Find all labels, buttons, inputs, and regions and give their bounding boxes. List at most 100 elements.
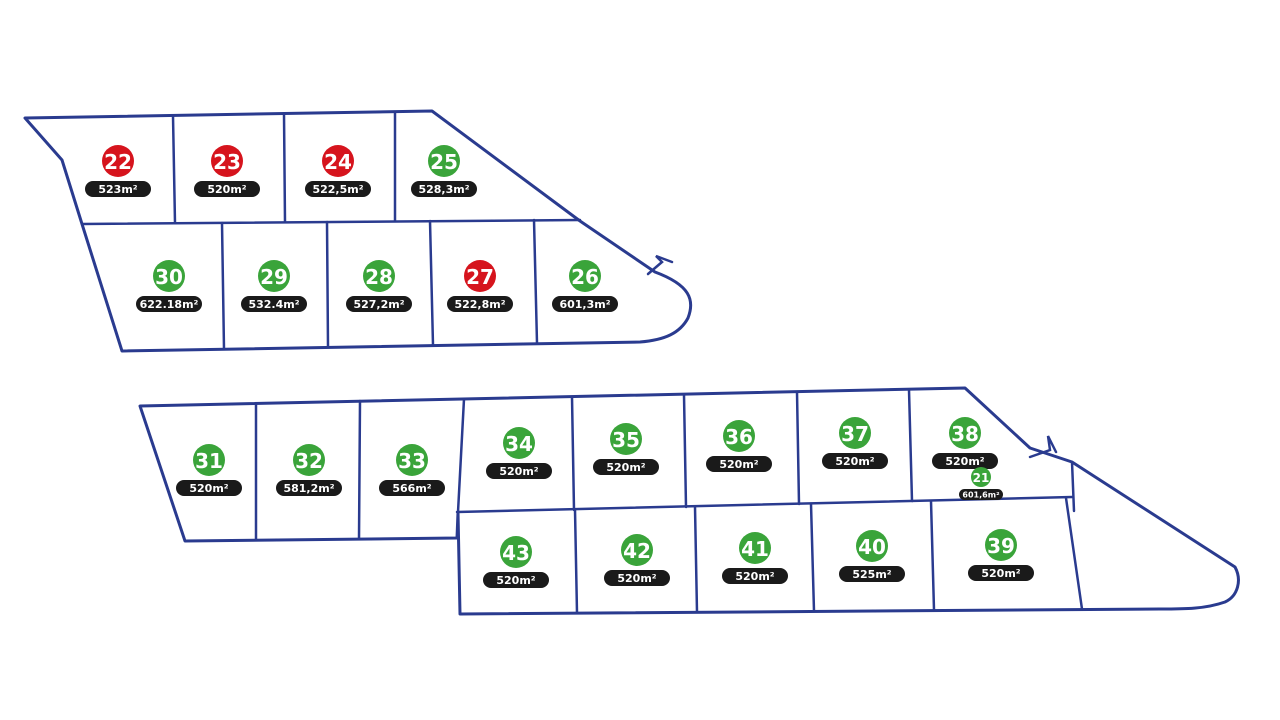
lot-area-label: 520m²	[189, 482, 228, 495]
lot-divider	[809, 502, 816, 613]
lot-38[interactable]: 38 520m²	[932, 417, 998, 469]
lot-number: 36	[725, 425, 753, 449]
lot-area-pill	[706, 456, 772, 472]
lot-divider	[428, 219, 435, 347]
lot-area-pill	[85, 181, 151, 197]
lot-area-pill	[968, 565, 1034, 581]
lot-status-badge	[856, 530, 888, 562]
lot-divider	[456, 397, 466, 514]
lot-number: 34	[505, 432, 533, 456]
lot-status-badge	[322, 145, 354, 177]
lot-status-badge	[363, 260, 395, 292]
lot-status-badge	[428, 145, 460, 177]
lot-number: 21	[973, 471, 990, 485]
lot-number: 42	[623, 539, 651, 563]
lot-area-label: 566m²	[392, 482, 431, 495]
lot-area-label: 520m²	[617, 572, 656, 585]
lot-number: 31	[195, 449, 223, 473]
lot-area-pill	[932, 453, 998, 469]
lot-area-label: 520m²	[499, 465, 538, 478]
lot-status-badge	[569, 260, 601, 292]
lot-number: 37	[841, 422, 869, 446]
lot-status-badge	[503, 427, 535, 459]
lot-area-label: 522,5m²	[312, 183, 363, 196]
lot-40[interactable]: 40 525m²	[839, 530, 905, 582]
lot-status-badge	[258, 260, 290, 292]
lot-divider	[220, 221, 226, 351]
lot-area-pill	[839, 566, 905, 582]
lot-number: 27	[466, 265, 494, 289]
lot-28[interactable]: 28 527,2m²	[346, 260, 412, 312]
lot-area-pill	[176, 480, 242, 496]
lot-22[interactable]: 22 523m²	[85, 145, 151, 197]
lot-area-label: 520m²	[735, 570, 774, 583]
lot-31[interactable]: 31 520m²	[176, 444, 242, 496]
lot-area-label: 581,2m²	[283, 482, 334, 495]
lot-status-badge	[293, 444, 325, 476]
lot-area-label: 520m²	[945, 455, 984, 468]
lot-status-badge	[464, 260, 496, 292]
lot-area-label: 525m²	[852, 568, 891, 581]
lot-number: 39	[987, 534, 1015, 558]
lot-area-pill	[241, 296, 307, 312]
lot-area-pill	[604, 570, 670, 586]
lot-area-pill	[447, 296, 513, 312]
lot-number: 26	[571, 265, 599, 289]
lot-divider	[570, 395, 576, 512]
lot-area-label: 520m²	[606, 461, 645, 474]
lot-area-pill	[552, 296, 618, 312]
lot-status-badge	[396, 444, 428, 476]
lot-divider	[171, 114, 177, 225]
lot-area-label: 532.4m²	[248, 298, 299, 311]
lot-32[interactable]: 32 581,2m²	[276, 444, 342, 496]
lot-number: 23	[213, 150, 241, 174]
boundary-break-mark	[1028, 435, 1058, 459]
lot-status-badge	[621, 534, 653, 566]
lot-divider	[1064, 496, 1084, 611]
lot-area-label: 523m²	[98, 183, 137, 196]
lot-area-pill	[276, 480, 342, 496]
lot-number: 28	[365, 265, 393, 289]
lot-42[interactable]: 42 520m²	[604, 534, 670, 586]
lot-status-badge	[153, 260, 185, 292]
lot-status-badge	[211, 145, 243, 177]
lot-number: 40	[858, 535, 886, 559]
lot-area-pill	[486, 463, 552, 479]
upper-row-divider	[80, 218, 582, 226]
lot-status-badge	[985, 529, 1017, 561]
lot-status-badge	[500, 536, 532, 568]
lot-area-pill	[483, 572, 549, 588]
lot-area-pill	[305, 181, 371, 197]
lot-status-badge	[102, 145, 134, 177]
lot-area-label: 528,3m²	[418, 183, 469, 196]
lot-number: 38	[951, 422, 979, 446]
lot-area-label: 527,2m²	[353, 298, 404, 311]
lot-number: 32	[295, 449, 323, 473]
upper-block-boundary	[23, 109, 693, 353]
lot-35[interactable]: 35 520m²	[593, 423, 659, 475]
lot-34[interactable]: 34 520m²	[486, 427, 552, 479]
lot-divider	[573, 508, 579, 615]
lot-area-label: 622.18m²	[140, 298, 199, 311]
lot-status-badge	[610, 423, 642, 455]
lot-number: 35	[612, 428, 640, 452]
lot-divider	[325, 220, 330, 349]
lot-area-pill	[722, 568, 788, 584]
lot-area-pill	[379, 480, 445, 496]
lot-number: 22	[104, 150, 132, 174]
